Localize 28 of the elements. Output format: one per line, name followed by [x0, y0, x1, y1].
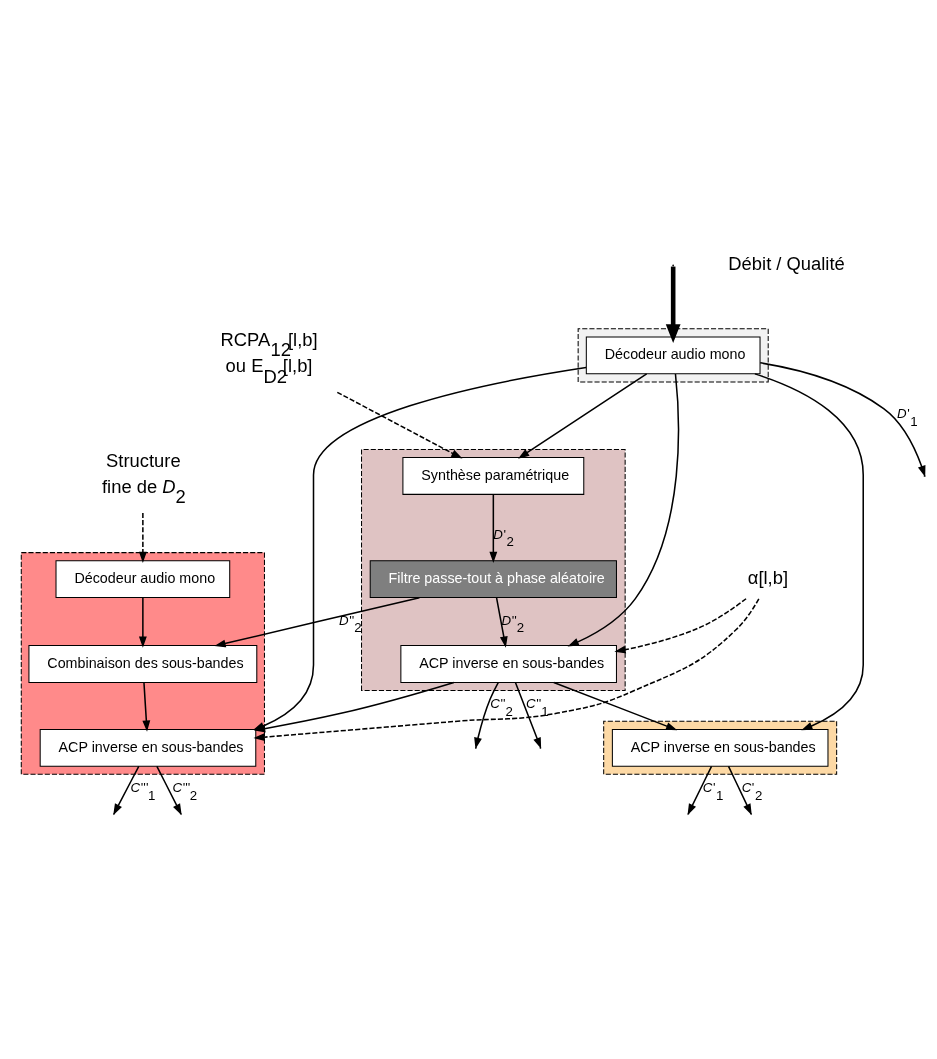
cluster	[577, 327, 769, 382]
arrow	[488, 493, 497, 563]
label: Débit / Qualité	[727, 252, 845, 274]
arrow	[687, 765, 712, 815]
arrow	[138, 596, 147, 648]
arrow	[213, 596, 420, 647]
arrow	[514, 681, 541, 749]
arrow	[567, 372, 679, 646]
arrow	[665, 266, 681, 343]
arrow	[473, 681, 499, 749]
arrow	[155, 765, 182, 815]
node-box: Combinaison des sous-bandes	[27, 644, 257, 683]
node-text: α[l,b]	[747, 566, 788, 588]
arrow	[552, 681, 677, 730]
arrow	[336, 391, 462, 459]
node-box: ACP inverse en sous-bandes	[399, 644, 617, 683]
node-box: Décodeur audio mono	[585, 336, 761, 374]
node-box: Synthèse paramétrique	[401, 456, 584, 495]
node-box: Filtre passe-tout à phase aléatoire	[369, 559, 617, 598]
arrow	[138, 511, 147, 563]
node-box: Décodeur audio mono	[55, 559, 230, 598]
node-box: ACP inverse en sous-bandes	[39, 728, 256, 767]
arrow	[613, 597, 747, 653]
arrow	[753, 372, 864, 730]
arrow	[517, 372, 647, 459]
arrow	[495, 596, 508, 648]
node-box: ACP inverse en sous-bandes	[611, 728, 828, 767]
arrow	[141, 681, 150, 732]
